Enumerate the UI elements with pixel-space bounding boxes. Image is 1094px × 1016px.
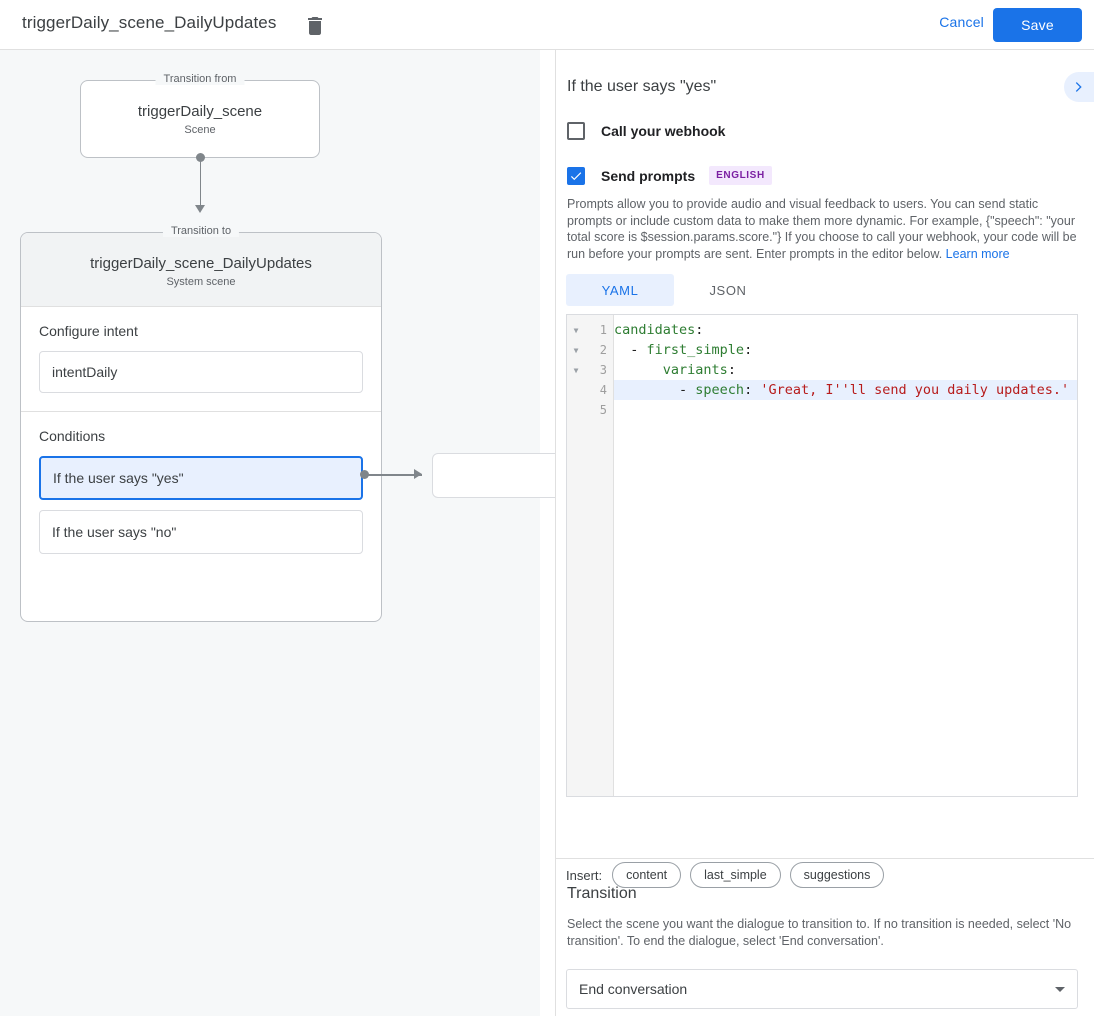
transition-to-subtitle: System scene xyxy=(166,276,236,288)
panel-title: If the user says "yes" xyxy=(567,78,717,95)
insert-chip-suggestions[interactable]: suggestions xyxy=(789,862,885,888)
editor-code-line[interactable] xyxy=(614,400,1077,420)
insert-chip-content[interactable]: content xyxy=(612,862,682,888)
insert-chips-row: Insert: content last_simple suggestions xyxy=(566,862,893,888)
transition-from-subtitle: Scene xyxy=(184,124,216,136)
chevron-right-icon[interactable] xyxy=(1064,72,1094,102)
transition-to-title: triggerDaily_scene_DailyUpdates xyxy=(90,255,312,272)
editor-gutter-row: ▼2 xyxy=(567,340,613,360)
code-token: - xyxy=(614,342,647,358)
webhook-checkbox-row[interactable]: Call your webhook xyxy=(567,122,725,140)
configure-intent-section: Configure intent intentDaily xyxy=(21,307,381,411)
scene-graph-canvas: Transition from triggerDaily_scene Scene… xyxy=(0,50,540,1016)
caret-down-icon xyxy=(1055,986,1065,992)
editor-gutter-row: ▼3 xyxy=(567,360,613,380)
editor-line-number: 3 xyxy=(599,363,607,377)
editor-gutter-row: ▼4 xyxy=(567,380,613,400)
editor-line-number: 5 xyxy=(599,403,607,417)
prompts-label: Send prompts xyxy=(601,167,696,184)
code-token: : xyxy=(695,322,704,338)
code-token: speech xyxy=(695,382,745,398)
transition-from-title: triggerDaily_scene xyxy=(137,103,263,120)
code-token: variants xyxy=(662,362,728,378)
insert-label: Insert: xyxy=(566,867,603,883)
code-token: - xyxy=(614,382,696,398)
editor-code-line[interactable]: - first_simple: xyxy=(614,340,1077,360)
trash-icon[interactable] xyxy=(303,14,325,36)
editor-code-line[interactable]: - speech: 'Great, I''ll send you daily u… xyxy=(614,380,1077,400)
webhook-label: Call your webhook xyxy=(601,123,726,139)
prompts-checkbox[interactable] xyxy=(567,166,585,185)
tab-yaml[interactable]: YAML xyxy=(566,274,674,306)
condition-item-yes[interactable]: If the user says "yes" xyxy=(39,456,363,500)
transition-description: Select the scene you want the dialogue t… xyxy=(567,917,1072,948)
connector-arrow-down xyxy=(195,205,205,213)
language-badge: ENGLISH xyxy=(709,166,772,185)
triangle-down-icon[interactable]: ▼ xyxy=(573,365,579,375)
transition-from-legend: Transition from xyxy=(155,73,245,85)
editor-gutter-row: ▼5 xyxy=(567,400,613,420)
transition-to-node: Transition to triggerDaily_scene_DailyUp… xyxy=(20,225,382,622)
cancel-button[interactable]: Cancel xyxy=(939,14,984,30)
conditions-label: Conditions xyxy=(39,428,106,444)
insert-chip-last-simple[interactable]: last_simple xyxy=(690,862,781,888)
transition-to-header[interactable]: triggerDaily_scene_DailyUpdates System s… xyxy=(21,233,381,307)
code-token: candidates xyxy=(614,322,696,338)
code-token: : xyxy=(744,342,753,358)
transition-to-legend: Transition to xyxy=(162,225,240,237)
prompts-description-text: Prompts allow you to provide audio and v… xyxy=(567,197,1077,261)
panel-divider xyxy=(556,858,1094,859)
editor-line-number: 4 xyxy=(599,383,607,397)
code-token: 'Great, I''ll send you daily updates.' xyxy=(760,382,1070,398)
transition-select[interactable]: End conversation xyxy=(566,969,1078,1009)
condition-item-no[interactable]: If the user says "no" xyxy=(39,510,363,554)
editor-format-tabs: YAML JSON xyxy=(566,274,782,306)
triangle-down-icon[interactable]: ▼ xyxy=(573,325,579,335)
prompt-code-editor[interactable]: ▼1▼2▼3▼4▼5 candidates: - first_simple: v… xyxy=(566,314,1078,797)
transition-from-node[interactable]: Transition from triggerDaily_scene Scene xyxy=(80,73,320,158)
save-button[interactable]: Save xyxy=(993,8,1082,42)
webhook-checkbox[interactable] xyxy=(567,122,585,140)
connector-dot-condition xyxy=(360,470,369,479)
connector-line-vertical xyxy=(199,157,201,207)
configure-intent-label: Configure intent xyxy=(39,323,138,339)
connector-line-horizontal xyxy=(366,474,422,476)
editor-code-area[interactable]: candidates: - first_simple: variants: - … xyxy=(614,315,1077,796)
page-title: triggerDaily_scene_DailyUpdates xyxy=(22,13,277,32)
editor-code-line[interactable]: variants: xyxy=(614,360,1077,380)
connector-arrow-right xyxy=(414,469,422,479)
condition-details-panel: If the user says "yes" Call your webhook… xyxy=(555,50,1094,1016)
editor-code-line[interactable]: candidates: xyxy=(614,320,1077,340)
learn-more-link[interactable]: Learn more xyxy=(945,246,1010,261)
tab-json[interactable]: JSON xyxy=(709,282,747,298)
transition-section-title: Transition xyxy=(567,885,637,902)
editor-line-number: 2 xyxy=(599,343,607,357)
editor-gutter-row: ▼1 xyxy=(567,320,613,340)
intent-field[interactable]: intentDaily xyxy=(39,351,363,393)
top-bar: triggerDaily_scene_DailyUpdates Cancel S… xyxy=(0,0,1094,50)
code-token xyxy=(614,362,663,378)
editor-line-number: 1 xyxy=(599,323,607,337)
prompts-checkbox-row[interactable]: Send prompts ENGLISH xyxy=(567,166,772,185)
editor-gutter: ▼1▼2▼3▼4▼5 xyxy=(567,315,614,796)
canvas-gutter-strip xyxy=(540,50,555,1016)
code-token: : xyxy=(744,382,761,398)
code-token: : xyxy=(727,362,736,378)
transition-select-value: End conversation xyxy=(579,981,688,997)
triangle-down-icon[interactable]: ▼ xyxy=(573,345,579,355)
code-token: first_simple xyxy=(646,342,745,358)
prompts-description: Prompts allow you to provide audio and v… xyxy=(567,196,1083,262)
conditions-section: Conditions If the user says "yes" If the… xyxy=(21,411,381,582)
